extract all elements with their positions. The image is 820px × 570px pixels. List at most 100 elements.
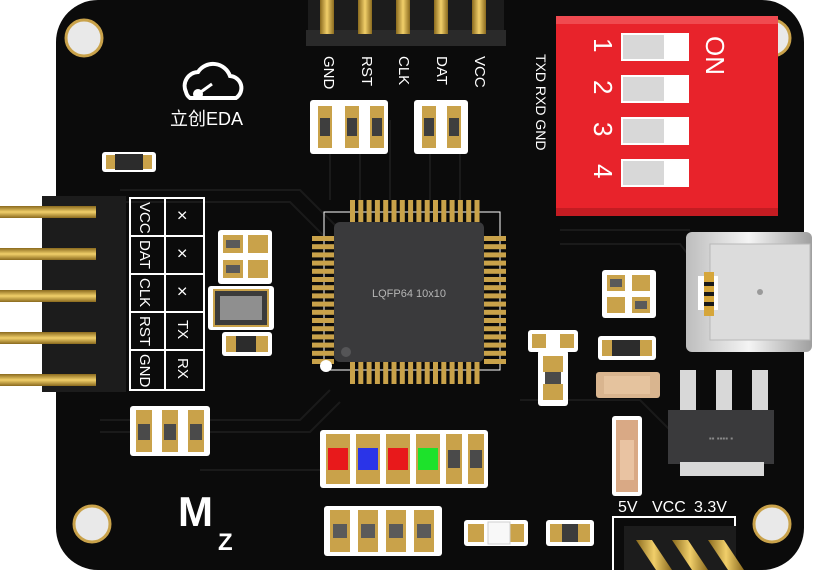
mounting-holes bbox=[64, 18, 792, 544]
mcu-pin bbox=[408, 362, 414, 384]
pin-mark-tx: TX bbox=[174, 320, 191, 339]
mcu-pin bbox=[312, 318, 334, 323]
header-label-rst: RST bbox=[358, 56, 375, 86]
pin-label-vcc: VCC bbox=[136, 202, 153, 234]
mcu-pin bbox=[312, 342, 334, 348]
mcu-pin bbox=[484, 350, 506, 356]
right-passives bbox=[528, 270, 660, 406]
dip-switch[interactable]: ON 1 2 3 4 bbox=[556, 16, 778, 216]
mcu-pin bbox=[312, 326, 334, 332]
mcu-pin bbox=[484, 268, 506, 274]
top-header-labels: GND RST CLK DAT VCC bbox=[320, 56, 488, 90]
mcu-pin bbox=[424, 200, 430, 222]
mcu-pin bbox=[312, 293, 334, 299]
mcu-pin bbox=[484, 359, 506, 364]
pin-mark-2: × bbox=[172, 248, 192, 259]
led-1 bbox=[328, 448, 348, 470]
mcu-pin bbox=[416, 200, 422, 222]
mcu-pin bbox=[484, 309, 506, 315]
dip-position-3: 3 bbox=[588, 122, 618, 136]
mcu-pin bbox=[374, 200, 380, 222]
power-label-3v3: 3.3V bbox=[694, 499, 727, 516]
mcu-pin bbox=[484, 285, 506, 291]
mcu-pin bbox=[366, 200, 372, 222]
mcu-pin bbox=[399, 362, 405, 384]
mcu-pin bbox=[484, 293, 506, 299]
reset-capacitor bbox=[222, 332, 272, 356]
header-resistors bbox=[310, 100, 468, 154]
pin-label-rst: RST bbox=[136, 316, 153, 346]
mcu-pin bbox=[374, 362, 380, 384]
pin-label-clk: CLK bbox=[136, 278, 153, 307]
left-pin-table: VCC DAT CLK RST GND × × × TX RX bbox=[129, 197, 205, 391]
bottom-left-resistors bbox=[130, 406, 210, 456]
micro-usb-connector[interactable] bbox=[686, 232, 812, 352]
crystal bbox=[208, 286, 274, 330]
left-pin-header bbox=[0, 196, 126, 392]
header-label-dat: DAT bbox=[433, 56, 450, 85]
mcu-pin bbox=[466, 200, 472, 222]
mcu-pin bbox=[312, 301, 334, 307]
led-2 bbox=[358, 448, 378, 470]
mcu-pin bbox=[350, 362, 355, 384]
mcu-pin bbox=[484, 260, 506, 266]
mcu-pin bbox=[312, 277, 334, 282]
mcu-pin bbox=[484, 244, 506, 250]
mcu-pin bbox=[391, 362, 397, 384]
mcu-pin bbox=[466, 362, 472, 384]
mcu-pin bbox=[484, 252, 506, 258]
mcu-pin bbox=[484, 318, 506, 323]
mcu-pin bbox=[383, 362, 389, 384]
power-jumper-header[interactable] bbox=[624, 526, 744, 570]
power-label-vcc: VCC bbox=[652, 499, 686, 516]
mcu-pin bbox=[424, 362, 430, 384]
mcu-pin bbox=[399, 200, 405, 222]
dip-position-1: 1 bbox=[588, 38, 618, 52]
mcu-pin bbox=[484, 236, 506, 241]
header-label-clk: CLK bbox=[395, 56, 412, 85]
mcu-pin bbox=[441, 200, 447, 222]
mcu-pin bbox=[474, 362, 480, 384]
mcu-pin bbox=[383, 200, 389, 222]
mcu-chip: LQFP64 10x10 bbox=[312, 200, 506, 384]
easyeda-logo: 立创EDA bbox=[170, 61, 244, 129]
led-array bbox=[320, 430, 488, 488]
dip-position-4: 4 bbox=[588, 164, 618, 178]
m2-mark: M Z bbox=[178, 488, 233, 556]
mcu-label: LQFP64 10x10 bbox=[372, 288, 446, 300]
mcu-pin bbox=[474, 200, 480, 222]
mcu-pin bbox=[457, 362, 463, 384]
mcu-pin bbox=[449, 362, 455, 384]
mcu-pin bbox=[312, 350, 334, 356]
mcu-pin bbox=[457, 200, 463, 222]
mcu-pin bbox=[441, 362, 447, 384]
mcu-pin bbox=[312, 334, 334, 340]
dip-position-2: 2 bbox=[588, 80, 618, 94]
svg-text:▪▪ ▪▪▪▪ ▪: ▪▪ ▪▪▪▪ ▪ bbox=[709, 434, 733, 443]
pin-label-dat: DAT bbox=[136, 240, 153, 269]
mcu-pin bbox=[433, 200, 438, 222]
mcu-pin bbox=[366, 362, 372, 384]
mcu-pin bbox=[312, 252, 334, 258]
crystal-capacitors bbox=[218, 230, 272, 284]
diode-top-left bbox=[102, 152, 156, 172]
tantalum-capacitor bbox=[612, 416, 642, 496]
mcu-pin bbox=[312, 236, 334, 241]
power-label-5v: 5V bbox=[618, 499, 638, 516]
mcu-pin bbox=[484, 334, 506, 340]
mcu-pin bbox=[350, 200, 355, 222]
mark-z: Z bbox=[218, 529, 233, 556]
mcu-pin bbox=[449, 200, 455, 222]
mcu-pin bbox=[312, 285, 334, 291]
voltage-regulator: ▪▪ ▪▪▪▪ ▪ bbox=[668, 370, 774, 476]
led-4 bbox=[418, 448, 438, 470]
mark-m: M bbox=[178, 488, 213, 535]
bottom-resistors bbox=[324, 506, 594, 556]
mcu-pin bbox=[312, 244, 334, 250]
mcu-pin bbox=[312, 309, 334, 315]
mcu-pin bbox=[484, 326, 506, 332]
mcu-pin bbox=[484, 277, 506, 282]
mcu-pin bbox=[433, 362, 438, 384]
dip-side-label: TXD RXD GND bbox=[533, 54, 549, 150]
